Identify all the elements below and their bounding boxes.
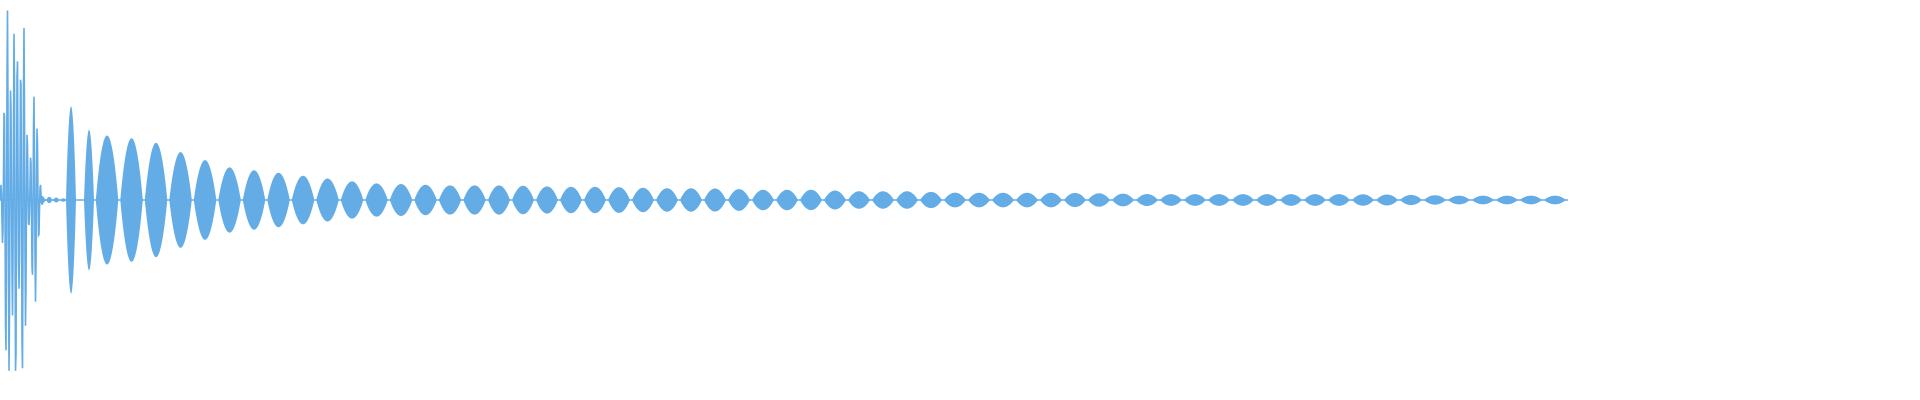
waveform-burst-trace xyxy=(0,10,58,371)
waveform-ripple xyxy=(53,197,60,203)
waveform-lobe xyxy=(488,185,510,215)
waveform-lobe xyxy=(896,191,918,209)
waveform-lobe xyxy=(1016,192,1038,208)
waveform-lobe xyxy=(1064,192,1086,208)
waveform-lobe xyxy=(1208,194,1230,206)
waveform-lobe xyxy=(1472,195,1494,205)
waveform-lobe xyxy=(120,138,143,262)
waveform-ripple xyxy=(39,196,46,204)
waveform-lobe xyxy=(66,106,76,294)
waveform-lobe xyxy=(920,191,942,209)
waveform-lobe xyxy=(752,189,774,211)
waveform-lobe xyxy=(584,186,606,214)
waveform-lobe xyxy=(84,129,94,271)
waveform-lobe xyxy=(1424,195,1446,205)
waveform-lobe xyxy=(242,170,266,230)
waveform-lobe xyxy=(536,186,558,214)
waveform-lobe xyxy=(1040,192,1062,208)
waveform-lobe xyxy=(1160,194,1182,206)
waveform-lobe xyxy=(968,192,990,208)
waveform-lobe xyxy=(1232,194,1254,206)
waveform-lobe xyxy=(95,135,119,265)
waveform-lobe xyxy=(340,181,364,219)
waveform-lobe xyxy=(1112,193,1134,207)
waveform-lobe xyxy=(944,192,966,208)
waveform-lobe xyxy=(1088,193,1110,207)
waveform-lobe xyxy=(680,188,702,212)
waveform-lobe xyxy=(218,167,241,233)
waveform-lobe xyxy=(1280,194,1302,206)
waveform-lobe xyxy=(800,189,822,211)
waveform-lobe xyxy=(608,187,630,213)
waveform-lobe xyxy=(1304,194,1326,206)
waveform-lobe xyxy=(1184,194,1206,206)
waveform-lobe xyxy=(1256,194,1278,206)
waveform-lobe xyxy=(656,188,678,212)
waveform-ripple xyxy=(46,196,53,204)
waveform-lobe xyxy=(1328,194,1350,206)
waveform-lobe xyxy=(512,185,534,215)
waveform-lobe xyxy=(389,183,413,217)
waveform-lobe xyxy=(824,190,846,210)
waveform-lobe xyxy=(1352,194,1374,206)
waveform-lobe xyxy=(414,184,437,216)
waveform-lobe xyxy=(291,175,315,225)
waveform-ripple xyxy=(60,198,67,202)
waveform-lobe xyxy=(704,188,726,212)
waveform-lobe xyxy=(1400,194,1422,206)
waveform-lobe xyxy=(365,183,388,217)
waveform-lobe xyxy=(1376,194,1398,206)
waveform-lobe xyxy=(632,187,654,213)
waveform-lobe xyxy=(1520,195,1542,205)
waveform-lobe xyxy=(1544,195,1566,205)
waveform-lobe xyxy=(1496,195,1518,205)
waveform-lobe xyxy=(728,189,750,211)
waveform-intro-burst xyxy=(0,10,67,371)
waveform-lobe xyxy=(1136,194,1158,206)
waveform-lobe xyxy=(267,172,290,228)
waveform-lobe xyxy=(463,185,486,215)
waveform-lobe xyxy=(560,186,582,214)
waveform-lobes xyxy=(66,106,1566,294)
waveform-lobe xyxy=(144,142,168,258)
waveform-lobe xyxy=(1448,195,1470,205)
waveform-lobe xyxy=(316,178,339,222)
waveform-lobe xyxy=(438,185,462,215)
waveform-lobe xyxy=(848,191,870,209)
waveform-lobe xyxy=(992,192,1014,208)
waveform-lobe xyxy=(872,191,894,209)
waveform-lobe xyxy=(776,189,798,211)
waveform-lobe xyxy=(193,160,217,240)
waveform-lobe xyxy=(169,152,192,248)
